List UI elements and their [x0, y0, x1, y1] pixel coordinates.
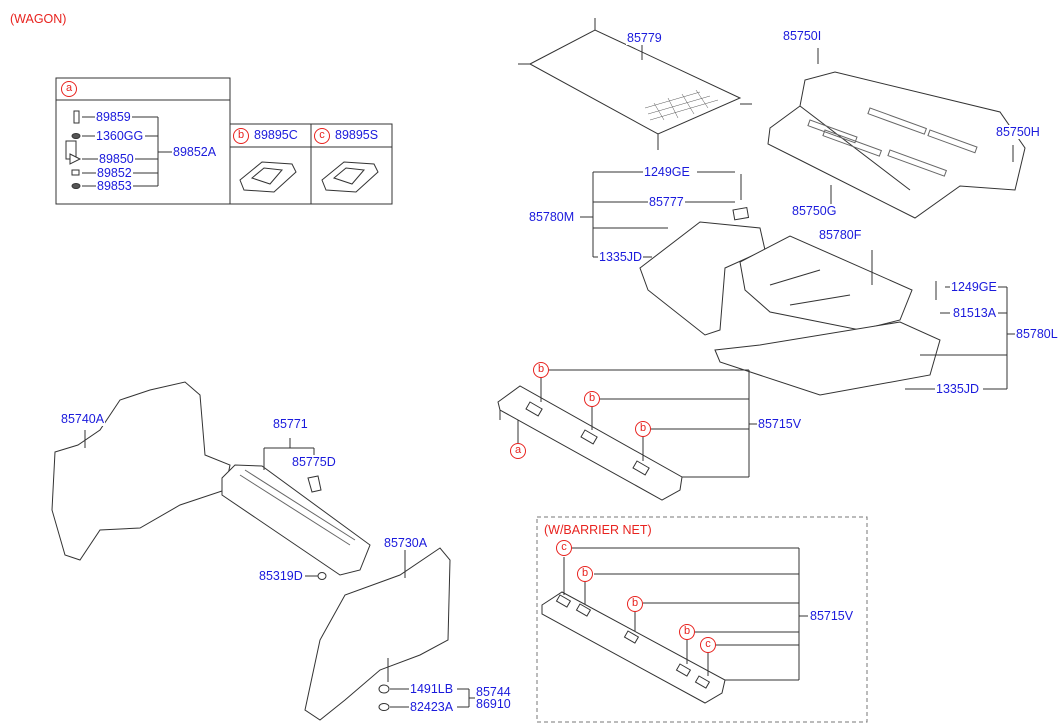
- part-1335JD-lower[interactable]: 1335JD: [935, 382, 981, 396]
- partition-b-drawing: [541, 591, 726, 704]
- barrier-net-title: (W/BARRIER NET): [544, 523, 652, 537]
- part-85775D[interactable]: 85775D: [291, 455, 337, 469]
- ref-a-marker: a: [61, 81, 77, 97]
- left-tray-drawing: [639, 221, 766, 336]
- part-81513A[interactable]: 81513A: [952, 306, 998, 320]
- part-1335JD-upper[interactable]: 1335JD: [598, 250, 644, 264]
- ref-c-marker: c: [556, 540, 572, 556]
- ref-b-marker: b: [577, 566, 593, 582]
- right-trim-drawing: [304, 547, 451, 721]
- part-85715V[interactable]: 85715V: [757, 417, 803, 431]
- part-89895C[interactable]: 89895C: [253, 128, 299, 142]
- part-85750I[interactable]: 85750I: [782, 29, 823, 43]
- part-85780M[interactable]: 85780M: [528, 210, 576, 224]
- part-85750H[interactable]: 85750H: [995, 125, 1041, 139]
- barrier-net-box: [536, 516, 868, 723]
- part-85779[interactable]: 85779: [626, 31, 663, 45]
- right-tray-drawing: [714, 321, 941, 396]
- part-85750G[interactable]: 85750G: [791, 204, 838, 218]
- barrier-net-drawing: [528, 29, 742, 135]
- part-1249GE-upper[interactable]: 1249GE: [643, 165, 691, 179]
- part-89853[interactable]: 89853: [96, 179, 133, 193]
- part-85740A[interactable]: 85740A: [60, 412, 106, 426]
- part-85744[interactable]: 85744: [475, 685, 512, 699]
- part-89895S[interactable]: 89895S: [334, 128, 380, 142]
- ref-c-marker: c: [314, 128, 330, 144]
- part-86910[interactable]: 86910: [475, 697, 512, 711]
- part-1360GG[interactable]: 1360GG: [95, 129, 145, 143]
- left-trim-drawing: [51, 381, 231, 561]
- part-1491LB[interactable]: 1491LB: [409, 682, 455, 696]
- part-89852[interactable]: 89852: [96, 166, 133, 180]
- part-85771[interactable]: 85771: [272, 417, 309, 431]
- part-89859[interactable]: 89859: [95, 110, 132, 124]
- part-85319D[interactable]: 85319D: [258, 569, 304, 583]
- luggage-board-drawing: [767, 71, 1026, 219]
- variant-title: (WAGON): [10, 12, 67, 26]
- part-82423A[interactable]: 82423A: [409, 700, 455, 714]
- ref-b-marker: b: [679, 624, 695, 640]
- ref-b-marker: b: [635, 421, 651, 437]
- ref-b-marker: b: [533, 362, 549, 378]
- part-85780F[interactable]: 85780F: [818, 228, 863, 242]
- center-tray-drawing: [739, 235, 913, 331]
- part-85730A[interactable]: 85730A: [383, 536, 429, 550]
- part-85715V-barrier[interactable]: 85715V: [809, 609, 855, 623]
- part-89850[interactable]: 89850: [98, 152, 135, 166]
- part-85777[interactable]: 85777: [648, 195, 685, 209]
- ref-b-marker: b: [584, 391, 600, 407]
- ref-c-marker: c: [700, 637, 716, 653]
- part-1249GE-lower[interactable]: 1249GE: [950, 280, 998, 294]
- sill-trim-drawing: [221, 464, 371, 576]
- part-85780L[interactable]: 85780L: [1015, 327, 1059, 341]
- part-89852A[interactable]: 89852A: [172, 145, 218, 159]
- ref-a-marker: a: [510, 443, 526, 459]
- ref-b-marker: b: [627, 596, 643, 612]
- ref-b-marker: b: [233, 128, 249, 144]
